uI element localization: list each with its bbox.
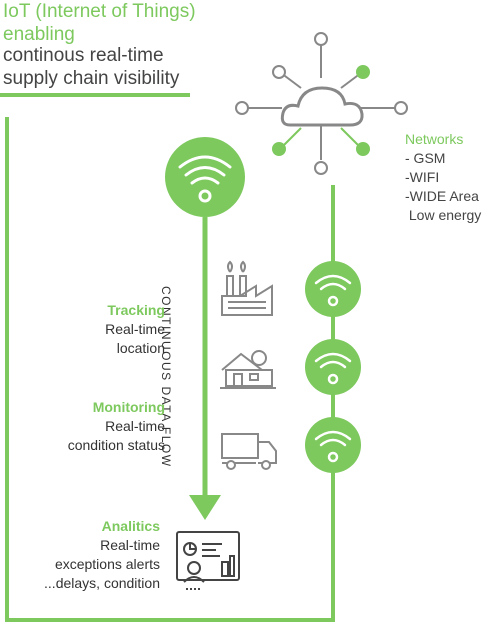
frame-left-bottom [5,117,335,622]
title-line-2: enabling [3,24,75,45]
monitoring-line-2: condition status [67,437,165,453]
factory-icon [221,260,273,316]
truck-icon [221,433,277,470]
tracking-heading: Tracking [107,302,165,318]
cloud-network-icon [235,32,408,175]
analytics-line-1: Real-time [100,537,160,553]
network-item: Low energy [405,207,482,223]
analytics-heading: Analitics [101,518,160,534]
analytics-dashboard-icon [176,531,240,592]
title-dark: continous real-time supply chain visibil… [3,44,179,90]
tracking-line-2: location [116,340,165,356]
network-item: -WIFI [405,169,440,185]
analytics-line-2: exceptions alerts [54,556,160,572]
analytics-label: Analitics Real-time exceptions alerts ..… [10,517,160,593]
wifi-node-main-icon [165,137,245,217]
networks-heading: Networks [405,131,464,147]
warehouse-icon [220,350,276,389]
networks-label: Networks - GSM -WIFI -WIDE Area Low ener… [405,130,481,225]
tracking-label: Tracking Real-time location [20,301,165,358]
monitoring-heading: Monitoring [92,399,165,415]
wifi-node-monitoring-icon [305,339,361,395]
title-line-3: continous real-time [3,45,164,66]
network-item: - GSM [405,150,446,166]
network-item: -WIDE Area [405,188,479,204]
wifi-node-transport-icon [305,417,361,473]
wifi-node-tracking-icon [305,261,361,317]
title-line-1: IoT (Internet of Things) [3,1,196,22]
monitoring-label: Monitoring Real-time condition status [20,398,165,455]
analytics-line-3: ...delays, condition [44,575,160,591]
title-green: IoT (Internet of Things) enabling [3,0,196,46]
title-line-4: supply chain visibility [3,68,180,89]
tracking-line-1: Real-time [105,321,165,337]
monitoring-line-1: Real-time [105,418,165,434]
data-flow-arrow-icon [189,217,221,520]
